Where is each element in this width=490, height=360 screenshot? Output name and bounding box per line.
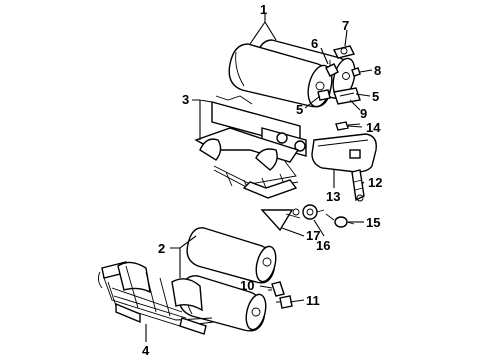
callout-9: 9 [360, 106, 367, 121]
fittings-10-11 [268, 281, 293, 309]
callout-1: 1 [260, 2, 267, 17]
callout-4: 4 [142, 343, 150, 358]
callout-8: 8 [374, 63, 381, 78]
callout-7: 7 [342, 18, 349, 33]
callout-2: 2 [158, 241, 165, 256]
callout-12: 12 [368, 175, 382, 190]
callout-14: 14 [366, 120, 381, 135]
callout-11: 11 [306, 293, 320, 308]
callout-16: 16 [316, 238, 330, 253]
valve-plate-17 [260, 208, 301, 232]
callout-10: 10 [240, 278, 254, 293]
callout-13: 13 [326, 189, 340, 204]
callout-5-right: 5 [372, 89, 379, 104]
tank-valves-and-fittings [317, 45, 361, 131]
valve-16 [302, 204, 325, 220]
lower-tank-frame [97, 261, 215, 335]
callout-5-left: 5 [296, 102, 303, 117]
callout-17: 17 [306, 228, 320, 243]
tank-cradle-frame [194, 95, 307, 199]
leader-lines [145, 14, 373, 342]
callout-labels: 1 2 3 4 5 5 6 7 8 9 10 11 12 13 14 15 16… [142, 2, 382, 358]
callout-15: 15 [366, 215, 380, 230]
fitting-15 [325, 213, 355, 228]
bracket-12 [351, 169, 365, 202]
lower-cylinder-tanks [178, 227, 277, 332]
callout-6: 6 [311, 36, 318, 51]
skid-plate-cover [311, 133, 377, 173]
callout-3: 3 [182, 92, 189, 107]
